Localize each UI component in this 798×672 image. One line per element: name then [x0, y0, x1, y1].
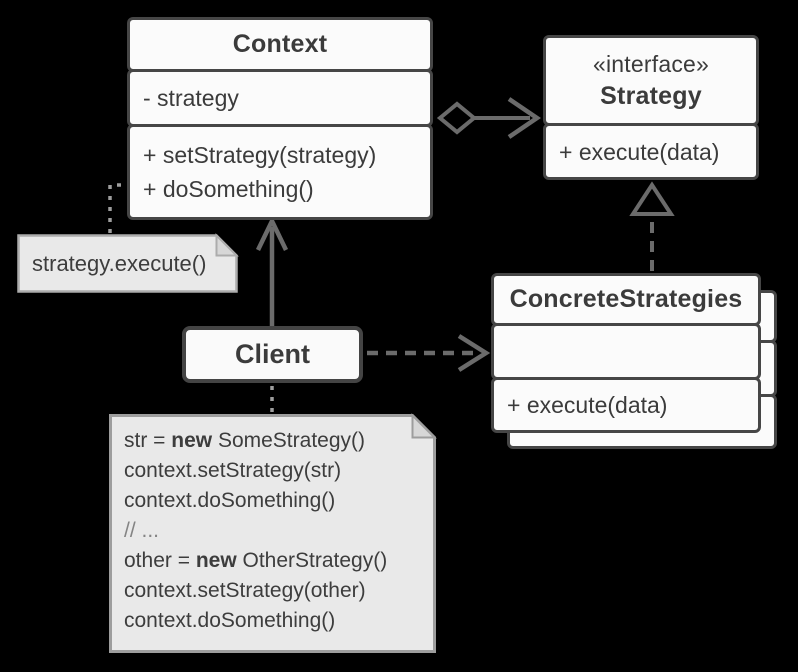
note-fold-icon: [411, 413, 437, 439]
class-concrete-strategies: ConcreteStrategies + execute(data): [491, 273, 761, 433]
interface-strategy: «interface» Strategy + execute(data): [543, 35, 759, 180]
open-arrowhead-icon: [457, 334, 491, 372]
context-strategy-aggregation: [436, 97, 542, 139]
attribute-strategy: - strategy: [143, 85, 239, 111]
class-context-title: Context: [127, 17, 433, 72]
hollow-triangle-icon: [629, 181, 675, 216]
aggregation-diamond-icon: [436, 101, 478, 135]
interface-name: Strategy: [600, 81, 702, 110]
code-line: context.doSomething(): [124, 489, 336, 512]
class-context-attributes: - strategy: [127, 69, 433, 127]
code-note-shape: [109, 413, 437, 653]
class-concrete-strategies-attributes: [491, 323, 761, 380]
method-setstrategy: + setStrategy(strategy): [143, 142, 377, 168]
open-arrowhead-icon: [255, 215, 289, 251]
method-dosomething: + doSomething(): [143, 176, 314, 202]
code-line: // ...: [124, 519, 160, 542]
class-context-methods: + setStrategy(strategy) + doSomething(): [127, 124, 433, 220]
class-concrete-strategies-methods: + execute(data): [491, 377, 761, 433]
call-note-shape: [17, 233, 239, 293]
code-line: context.doSomething(): [124, 609, 336, 632]
code-line: context.setStrategy(str): [124, 459, 342, 482]
call-note-connector: [108, 183, 125, 233]
method-execute: + execute(data): [507, 392, 668, 418]
class-client: Client: [182, 326, 363, 383]
class-concrete-strategies-title: ConcreteStrategies: [491, 273, 761, 326]
code-line: other = new OtherStrategy(): [124, 549, 388, 572]
class-context: Context - strategy + setStrategy(strateg…: [127, 17, 433, 220]
code-line: str = new SomeStrategy(): [124, 429, 365, 452]
interface-strategy-methods: + execute(data): [543, 123, 759, 180]
code-note-lines: str = new SomeStrategy() context.setStrat…: [124, 426, 424, 636]
interface-strategy-title: «interface» Strategy: [543, 35, 759, 126]
realization-arrow: [629, 181, 675, 271]
call-note-text: strategy.execute(): [32, 250, 207, 276]
code-line: context.setStrategy(other): [124, 579, 366, 602]
client-concrete-dependency: [367, 334, 491, 372]
note-fold-icon: [215, 233, 239, 257]
open-arrowhead-icon: [507, 97, 542, 139]
method-execute: + execute(data): [559, 138, 720, 165]
stereotype-label: «interface»: [593, 50, 709, 77]
client-context-arrow: [255, 215, 289, 328]
